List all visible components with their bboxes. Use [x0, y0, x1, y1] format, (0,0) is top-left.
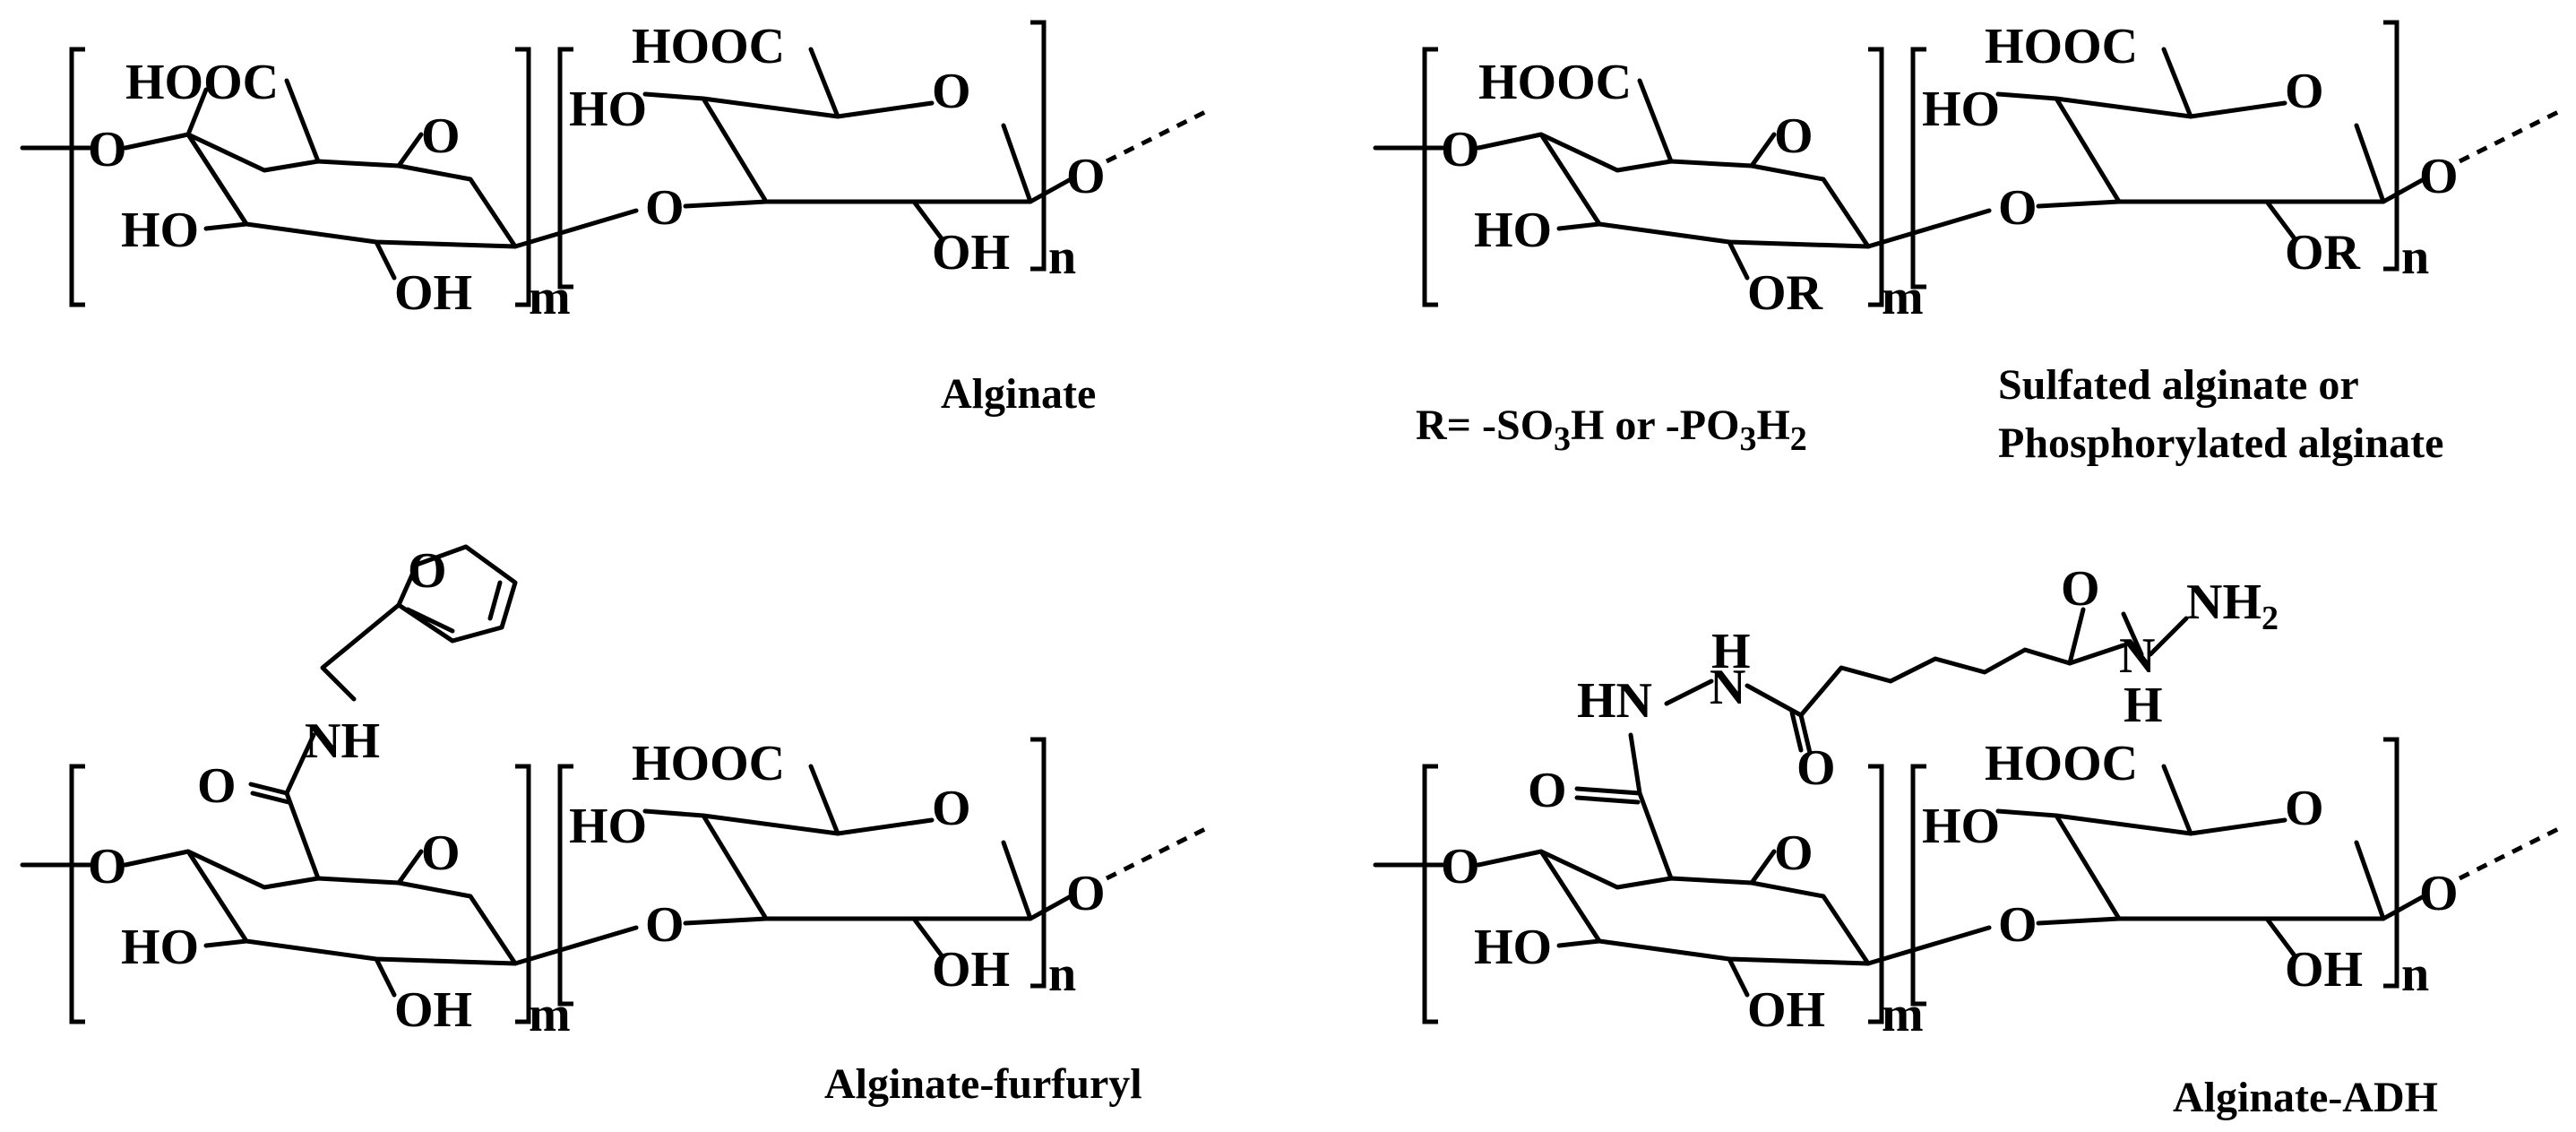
- alginate-adh-structure: O HN H N O O N H NH2 O HO O OH m HOOC HO…: [1373, 561, 2560, 1042]
- hydrazide-h-label: H: [1711, 624, 1751, 679]
- n-label: n: [2401, 229, 2429, 285]
- link-o-label: O: [1998, 180, 2038, 236]
- or-label-2: OR: [2285, 225, 2361, 281]
- ring-o-label-2: O: [2285, 781, 2324, 836]
- caption-alginate: Alginate: [941, 370, 1096, 418]
- link-o-label: O: [1998, 897, 2038, 953]
- link-o-label: O: [645, 180, 685, 236]
- o-label: O: [1441, 839, 1480, 894]
- hooc-label-2: HOOC: [1985, 19, 2138, 74]
- link-o-label: O: [645, 897, 685, 953]
- caption-furfuryl: Alginate-furfuryl: [824, 1060, 1142, 1108]
- terminal-n-label: N: [2119, 628, 2155, 684]
- hydrazide-n-label: N: [1710, 660, 1745, 715]
- alginate-furfuryl-structure: O NH O O HO O OH m HOOC HO O O OH O n: [20, 543, 1207, 1042]
- n-label: n: [1048, 946, 1076, 1002]
- hn-label: HN: [1577, 673, 1652, 729]
- end-o-label: O: [2419, 149, 2459, 204]
- ring-o-label: O: [1774, 825, 1814, 881]
- hooc-label: HOOC: [125, 55, 279, 110]
- oh-label: OH: [394, 265, 472, 321]
- oh-label-2: OH: [932, 225, 1010, 281]
- ho-label-2: HO: [1922, 82, 2000, 137]
- caption-adh: Alginate-ADH: [2173, 1074, 2438, 1121]
- ring-o-label-2: O: [2285, 64, 2324, 119]
- end-o-label: O: [1066, 149, 1106, 204]
- ring-o-label: O: [421, 825, 461, 881]
- o-label: O: [1441, 122, 1480, 177]
- n-label: n: [2401, 946, 2429, 1002]
- caption-sulfated-line2: Phosphorylated alginate: [1998, 419, 2443, 467]
- sulfated-alginate-structure: HOOC O HO O OR m HOOC HO O O OR O n: [1373, 19, 2560, 325]
- terminal-h-label: H: [2124, 678, 2163, 733]
- m-label: m: [1882, 987, 1924, 1042]
- m-label: m: [529, 987, 571, 1042]
- hooc-label-2: HOOC: [1985, 736, 2138, 791]
- ho-label: HO: [1474, 920, 1552, 975]
- hooc-label-2: HOOC: [632, 19, 785, 74]
- oh-label: OH: [1747, 982, 1825, 1038]
- furan-o-label: O: [408, 543, 447, 599]
- ring-o-label: O: [421, 108, 461, 164]
- oh-label-2: OH: [2285, 942, 2363, 998]
- caption-sulfated-line1: Sulfated alginate or: [1998, 361, 2359, 409]
- or-label: OR: [1747, 265, 1823, 321]
- ring-o-label-2: O: [932, 781, 971, 836]
- ring-o-label: O: [1774, 108, 1814, 164]
- r-definition: R= -SO3H or -PO3H2: [1416, 402, 1807, 458]
- ho-label: HO: [121, 920, 199, 975]
- o-label: O: [88, 839, 127, 894]
- nh-label: NH: [305, 713, 380, 769]
- m-label: m: [529, 270, 571, 325]
- end-o-label: O: [1066, 866, 1106, 921]
- o-label: O: [88, 122, 127, 177]
- n-label: n: [1048, 229, 1076, 285]
- ho-label-2: HO: [569, 82, 647, 137]
- ring-o-label-2: O: [932, 64, 971, 119]
- nh2-label: NH2: [2186, 575, 2279, 637]
- oh-label: OH: [394, 982, 472, 1038]
- alginate-structure: HOOC O HO O OH m HOOC HO O O OH O n: [20, 19, 1207, 325]
- ho-label-2: HO: [569, 799, 647, 854]
- end-o-label: O: [2419, 866, 2459, 921]
- terminal-o-label: O: [2061, 561, 2100, 617]
- carbonyl-o-label: O: [1796, 740, 1836, 796]
- amide-o-label: O: [197, 758, 237, 814]
- hooc-label-2: HOOC: [632, 736, 785, 791]
- ho-label: HO: [1474, 203, 1552, 258]
- hooc-label: HOOC: [1478, 55, 1632, 110]
- ho-label-2: HO: [1922, 799, 2000, 854]
- amide-o-label: O: [1528, 763, 1567, 818]
- oh-label-2: OH: [932, 942, 1010, 998]
- m-label: m: [1882, 270, 1924, 325]
- ho-label: HO: [121, 203, 199, 258]
